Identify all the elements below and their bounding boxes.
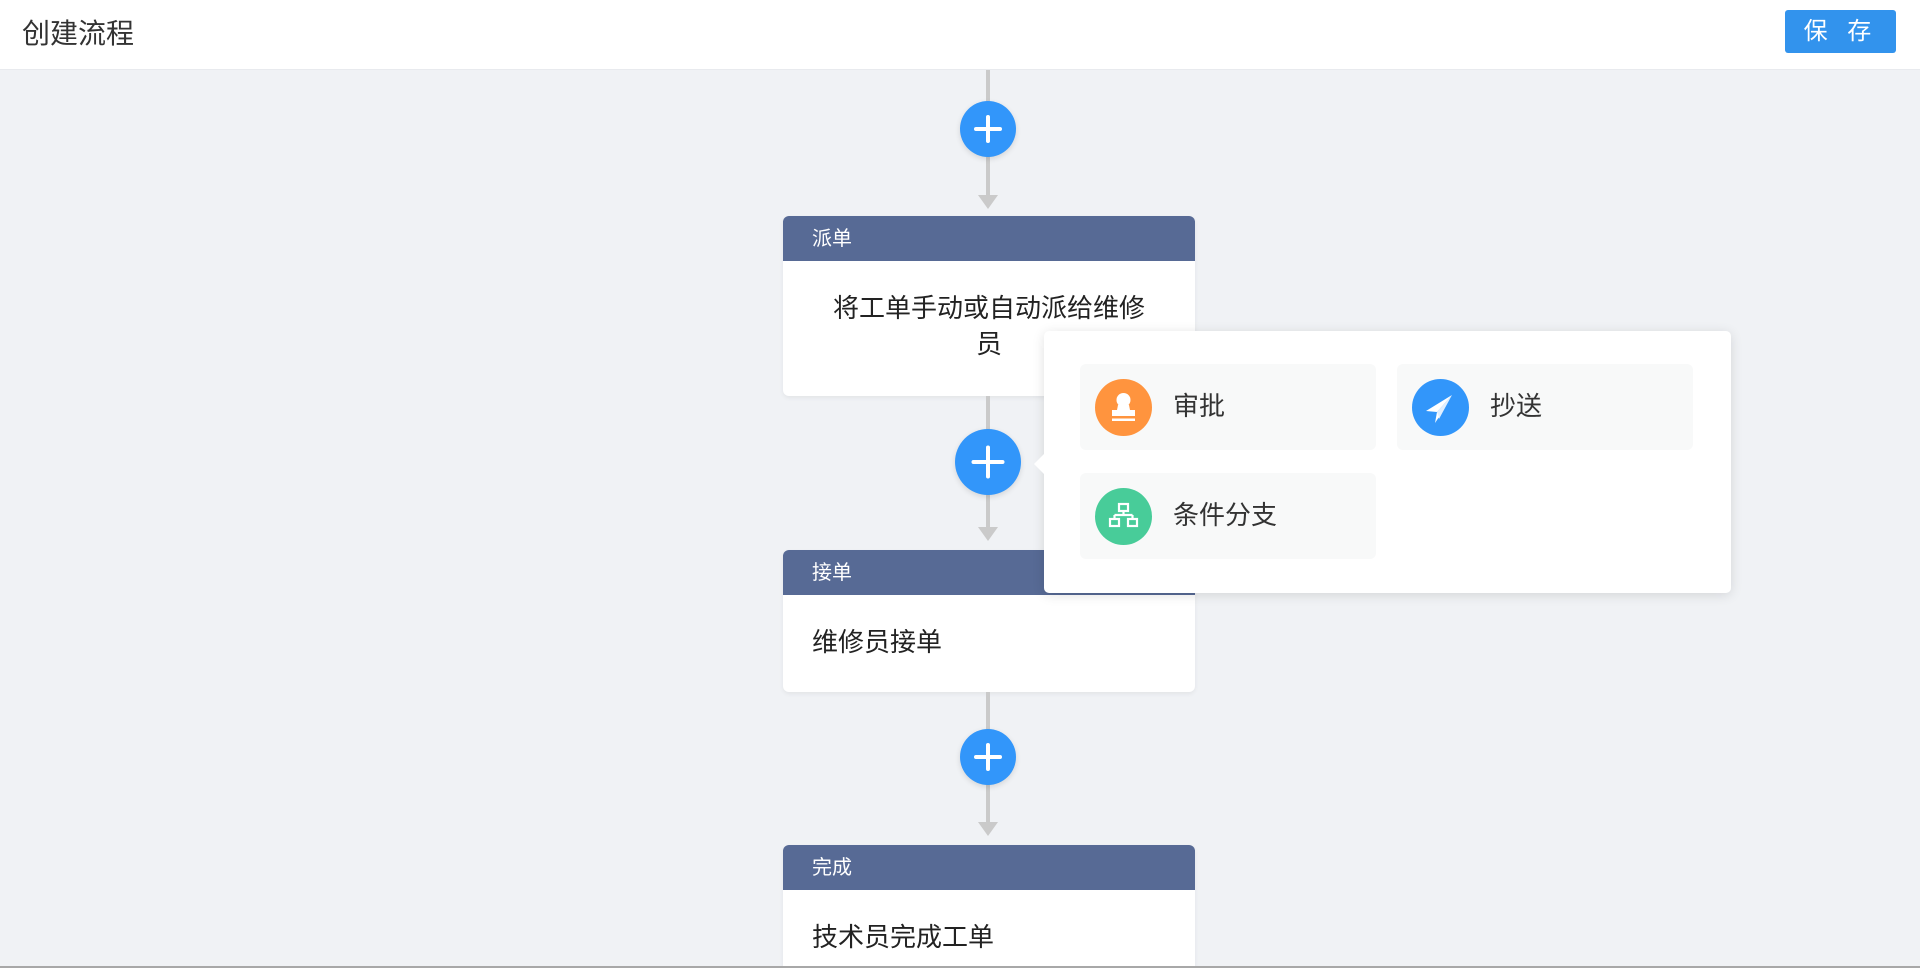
menu-item-label: 抄送 xyxy=(1490,392,1543,422)
save-button[interactable]: 保 存 xyxy=(1785,10,1896,53)
add-node-button[interactable] xyxy=(960,101,1016,157)
menu-item-condition-branch[interactable]: 条件分支 xyxy=(1080,473,1376,559)
node-description: 维修员接单 xyxy=(812,628,943,658)
flow-node-complete[interactable]: 完成 技术员完成工单 xyxy=(783,845,1195,968)
menu-item-label: 条件分支 xyxy=(1173,501,1278,531)
approver-stamp-icon xyxy=(1095,379,1152,436)
branch-tree-icon xyxy=(1095,488,1152,545)
popover-arrow xyxy=(1034,454,1044,474)
node-description: 技术员完成工单 xyxy=(812,923,995,953)
node-title: 派单 xyxy=(783,216,1195,261)
page-title: 创建流程 xyxy=(22,17,135,50)
window-bottom-edge xyxy=(0,966,1920,968)
connector-arrow xyxy=(978,527,998,541)
add-node-popover: 审批 抄送 条件分支 xyxy=(1034,331,1731,593)
paper-plane-icon xyxy=(1412,379,1469,436)
connector-arrow xyxy=(978,822,998,836)
menu-item-cc[interactable]: 抄送 xyxy=(1397,364,1693,450)
node-title: 完成 xyxy=(783,845,1195,890)
add-node-button-active[interactable] xyxy=(955,429,1021,495)
add-node-button[interactable] xyxy=(960,729,1016,785)
menu-item-label: 审批 xyxy=(1173,392,1226,422)
menu-item-approver[interactable]: 审批 xyxy=(1080,364,1376,450)
top-bar: 创建流程 保 存 xyxy=(0,0,1920,70)
connector-arrow xyxy=(978,195,998,209)
node-description: 将工单手动或自动派给维修员 xyxy=(832,294,1145,360)
